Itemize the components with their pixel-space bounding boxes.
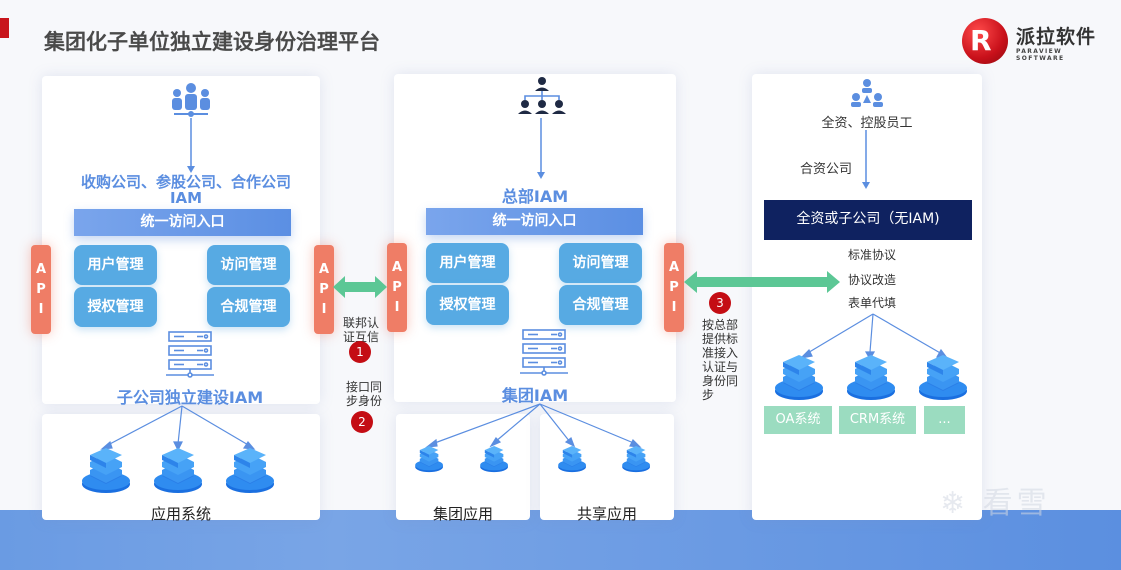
left-compliance-mgmt: 合规管理 <box>207 287 290 327</box>
system-database-icon <box>847 355 895 400</box>
protocol-modification: 协议改造 <box>848 273 897 287</box>
employees-label: 全资、控股员工 <box>821 116 913 131</box>
center-app-arrows <box>424 403 642 448</box>
group-iam-label: 集团IAM <box>501 386 569 405</box>
app-database-icon <box>154 448 202 493</box>
step-badge-3: 3 <box>709 292 731 314</box>
logo-circle-icon <box>962 18 1008 64</box>
brand-logo: R 派拉软件 PARAVIEW SOFTWARE <box>962 18 1107 64</box>
step-badge-2: 2 <box>351 411 373 433</box>
server-icon <box>166 331 214 378</box>
group-apps-label: 集团应用 <box>432 505 493 523</box>
employees-icon <box>851 79 883 107</box>
app-database-icon <box>226 448 274 493</box>
crm-system-box: CRM系统 <box>839 406 916 434</box>
left-unified-entry: 统一访问入口 <box>74 209 291 236</box>
protocol-form-fill: 表单代填 <box>848 296 897 310</box>
app-database-icon <box>622 446 650 473</box>
logo-mark: R <box>970 24 992 57</box>
standard-access-note: 按总部 提供标 准接入 认证与 身份同 步 <box>702 318 739 402</box>
app-database-icon <box>558 446 586 473</box>
down-arrow <box>862 130 870 189</box>
app-database-icon <box>480 446 508 473</box>
left-app-arrows <box>100 405 256 452</box>
down-arrow <box>187 118 195 173</box>
system-database-icon <box>775 355 823 400</box>
org-hierarchy-icon <box>518 77 566 114</box>
group-people-icon <box>172 83 210 117</box>
left-authz-mgmt: 授权管理 <box>74 287 157 327</box>
right-company-card <box>752 74 982 520</box>
center-iam-card <box>394 74 676 402</box>
interface-sync-note: 接口同步身份 <box>346 380 383 408</box>
federation-double-arrow <box>333 276 387 298</box>
left-apps-label: 应用系统 <box>150 505 211 523</box>
hq-iam-label: 总部IAM <box>501 187 569 206</box>
server-icon <box>520 329 568 376</box>
center-compliance-mgmt: 合规管理 <box>559 285 642 325</box>
app-database-icon <box>415 446 443 473</box>
left-access-mgmt: 访问管理 <box>207 245 290 285</box>
app-database-icon <box>82 448 130 493</box>
logo-name-cn: 派拉软件 <box>1016 26 1097 48</box>
standard-access-double-arrow <box>684 271 840 293</box>
left-source-label-iam: IAM <box>169 189 203 207</box>
left-source-label: 收购公司、参股公司、合作公司 <box>80 173 291 191</box>
page-title: 集团化子单位独立建设身份治理平台 <box>44 30 380 54</box>
down-arrow <box>537 118 545 179</box>
shared-apps-label: 共享应用 <box>576 505 637 523</box>
center-authz-mgmt: 授权管理 <box>426 285 509 325</box>
subsidiary-no-iam-box: 全资或子公司（无IAM) <box>764 200 972 240</box>
title-accent-bar <box>0 18 9 38</box>
logo-name-en: PARAVIEW SOFTWARE <box>1016 48 1065 62</box>
system-database-icon <box>919 355 967 400</box>
center-access-mgmt: 访问管理 <box>559 243 642 283</box>
more-systems-box: ... <box>924 406 965 434</box>
center-user-mgmt: 用户管理 <box>426 243 509 283</box>
left-iam-card <box>42 76 320 404</box>
federation-note: 联邦认证互信 <box>343 316 380 344</box>
oa-system-box: OA系统 <box>764 406 832 434</box>
step-badge-1: 1 <box>349 341 371 363</box>
watermark: ❄ 看雪 <box>940 486 1051 521</box>
left-iam-label: 子公司独立建设IAM <box>116 388 264 407</box>
left-user-mgmt: 用户管理 <box>74 245 157 285</box>
jv-label: 合资公司 <box>800 162 853 177</box>
protocol-standard: 标准协议 <box>848 248 897 262</box>
center-unified-entry: 统一访问入口 <box>426 208 643 235</box>
